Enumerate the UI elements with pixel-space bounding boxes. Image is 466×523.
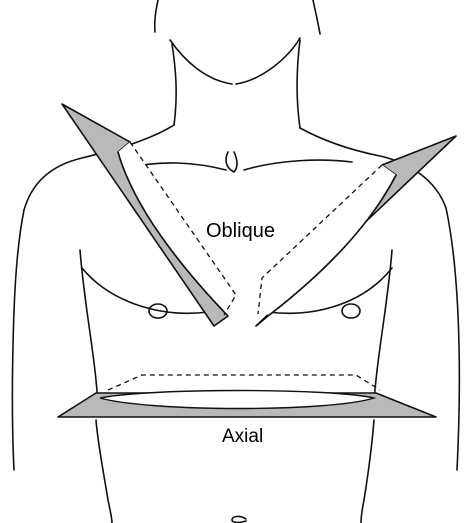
sternal-notch <box>226 152 237 172</box>
head-left-outline <box>155 0 158 32</box>
arm-left-outer <box>12 210 24 470</box>
oblique-plane-right-cut-face <box>262 165 396 316</box>
navel <box>232 516 246 522</box>
axial-plane-dashed-outline <box>108 375 380 390</box>
arm-right-outer <box>446 208 459 470</box>
oblique-plane-left-slab <box>62 104 228 326</box>
axial-plane <box>58 375 436 417</box>
neck-left <box>172 44 176 125</box>
collarbone-right <box>244 160 352 170</box>
nipple-right <box>342 304 360 318</box>
arm-right-inner <box>374 250 392 412</box>
axial-label: Axial <box>222 427 263 446</box>
jaw-right <box>236 38 300 84</box>
waist-right <box>361 420 374 523</box>
jaw-left <box>170 40 232 84</box>
waist-left <box>96 420 112 523</box>
head-right-outline <box>313 0 320 34</box>
neck-right <box>297 40 300 128</box>
oblique-label: Oblique <box>206 221 275 241</box>
